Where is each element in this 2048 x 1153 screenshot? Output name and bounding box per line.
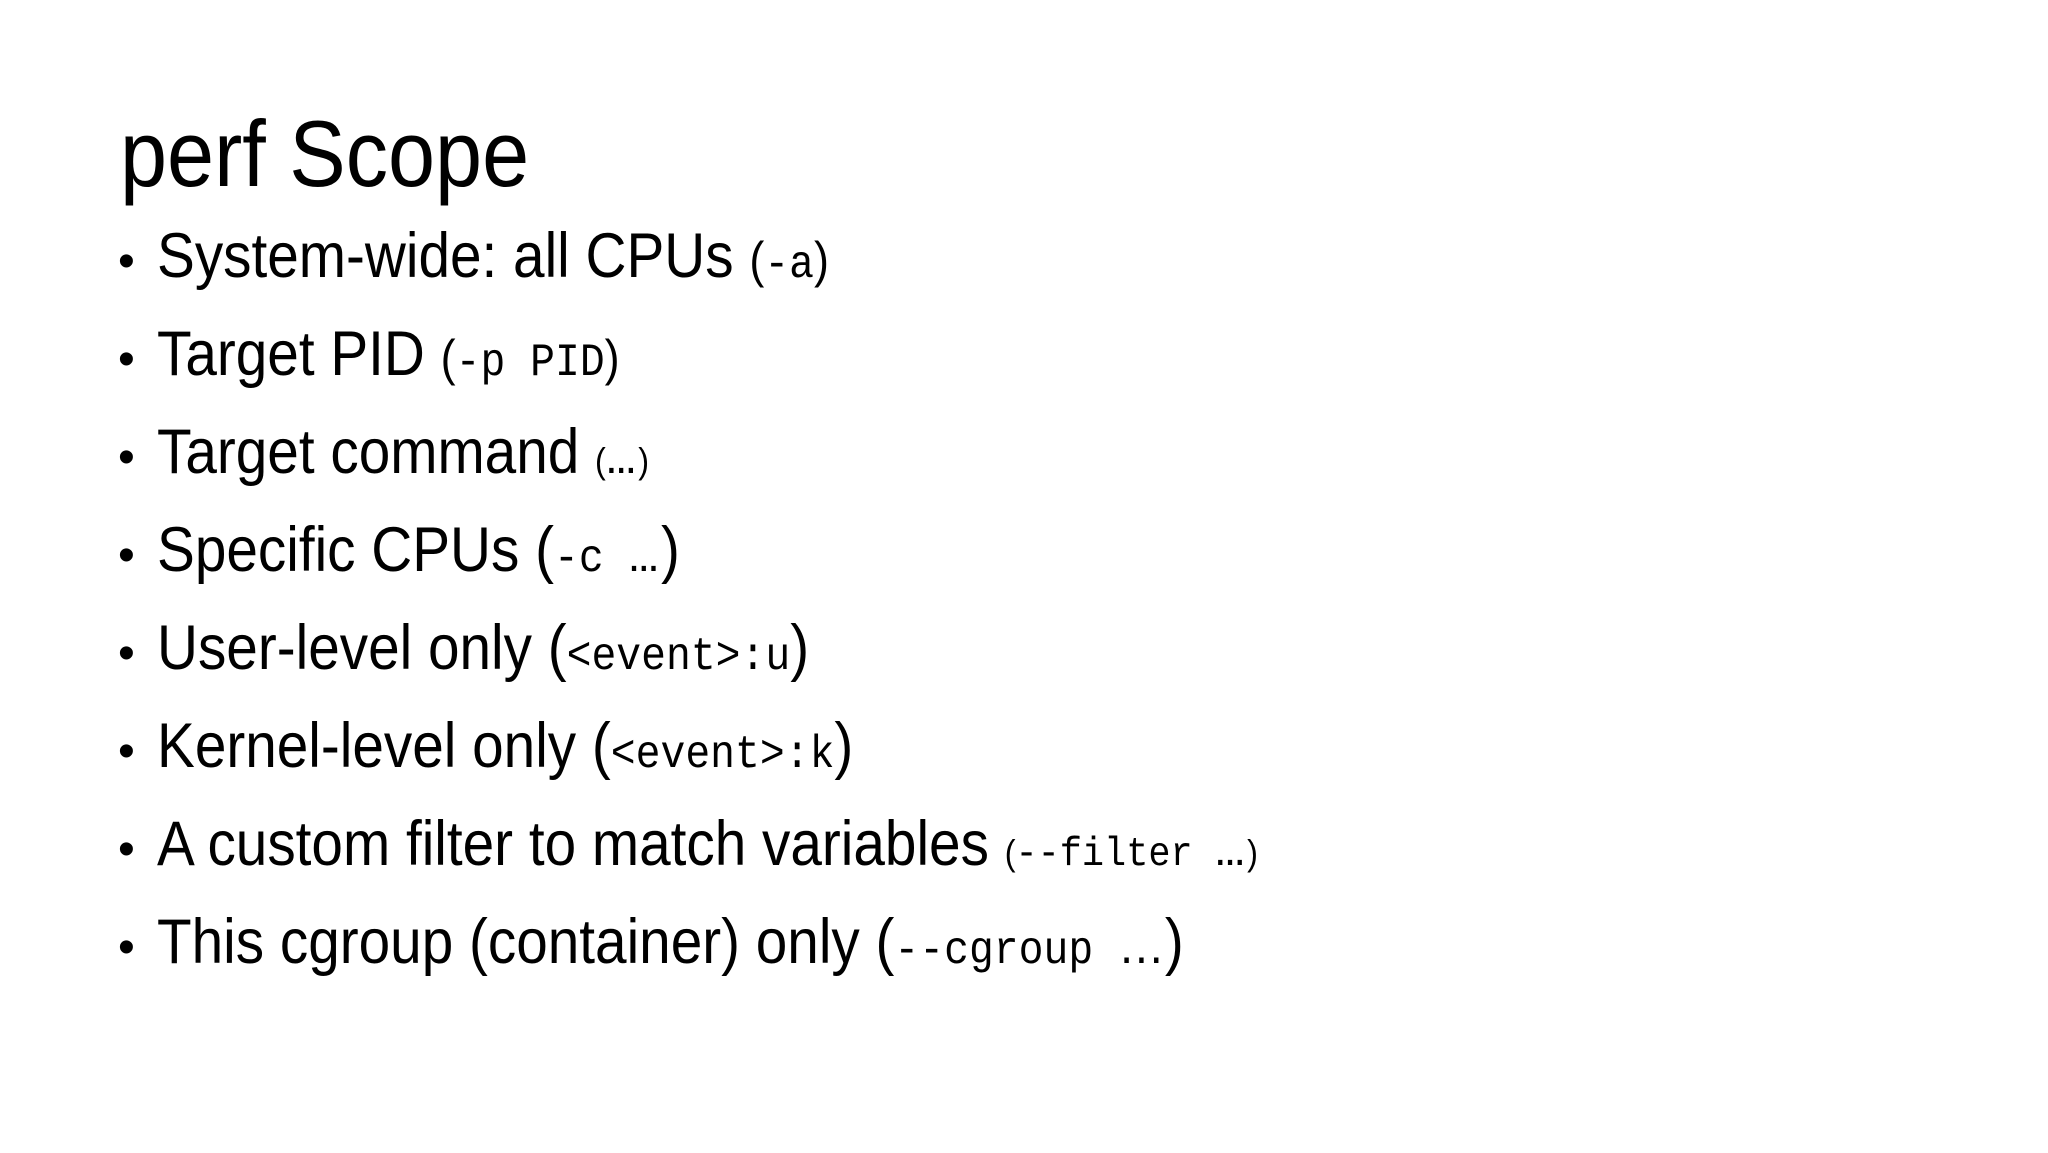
list-item: • Specific CPUs (-c …) (0, 501, 2048, 599)
list-item: • User-level only (<event>:u) (0, 599, 2048, 697)
slide-title-text: perf Scope (120, 100, 530, 206)
paren: ( (547, 613, 567, 683)
text-segment: Specific CPUs (157, 515, 536, 585)
paren: ) (1164, 907, 1184, 977)
code-segment: --cgroup (894, 925, 1119, 977)
bullet-content: Target command (…) (157, 403, 649, 511)
paren: ( (875, 907, 895, 977)
paren: ( (1004, 832, 1016, 873)
list-item: • Kernel-level only (<event>:k) (0, 697, 2048, 795)
text-segment: Target command (157, 417, 596, 487)
bullet-content: System-wide: all CPUs (-a) (157, 207, 829, 314)
ellipsis: … (628, 541, 661, 579)
bullet-icon: • (118, 823, 135, 876)
text-segment: Target PID (157, 319, 441, 389)
paren: ( (535, 515, 554, 585)
bullet-content: This cgroup (container) only (--cgroup …… (157, 893, 1184, 1000)
ellipsis: … (1214, 835, 1248, 873)
text-segment: User-level only (157, 613, 548, 683)
paren: ) (604, 330, 620, 386)
bullet-icon: • (118, 529, 135, 582)
paren: ) (638, 440, 650, 481)
list-item: •This cgroup (container) only (--cgroup … (0, 893, 2048, 991)
ellipsis: … (605, 443, 639, 481)
list-item: • A custom filter to match variables (--f… (0, 795, 2048, 893)
code-segment: -p PID (455, 337, 605, 389)
bullet-icon: • (118, 627, 135, 680)
bullet-content: A custom filter to match variables (--fi… (157, 795, 1258, 904)
ellipsis: … (1118, 917, 1165, 975)
paren: ( (440, 330, 456, 386)
text-segment: A custom filter to match variables (157, 809, 1005, 879)
bullet-list: •System-wide: all CPUs (-a)•Target PID (… (0, 207, 2048, 991)
paren: ( (595, 440, 606, 481)
paren: ( (591, 711, 611, 781)
bullet-content: Target PID (-p PID) (157, 305, 620, 412)
paren: ) (1247, 832, 1258, 873)
bullet-content: Kernel-level only (<event>:k) (157, 697, 853, 804)
code-segment: --filter (1015, 832, 1215, 878)
list-item: • Target command (…) (0, 403, 2048, 501)
code-segment: -c (553, 533, 629, 585)
text-segment: Kernel-level only (157, 711, 592, 781)
bullet-icon: • (118, 921, 135, 974)
bullet-content: User-level only (<event>:u) (157, 599, 809, 706)
code-segment: <event>:k (610, 729, 835, 781)
list-item: • Target PID (-p PID) (0, 305, 2048, 403)
bullet-icon: • (118, 725, 135, 778)
slide-title: perf Scope (120, 100, 575, 206)
paren: ) (814, 232, 830, 288)
list-item: • System-wide: all CPUs (-a) (0, 207, 2048, 305)
bullet-icon: • (118, 235, 135, 288)
text-segment: This cgroup (container) only (157, 907, 876, 977)
bullet-content: Specific CPUs (-c …) (157, 501, 680, 609)
text-segment: System-wide: all CPUs (157, 221, 750, 291)
paren: ) (660, 515, 680, 585)
code-segment: <event>:u (566, 631, 791, 683)
paren: ) (790, 613, 810, 683)
paren: ) (834, 711, 854, 781)
code-segment: -a (764, 239, 815, 291)
bullet-icon: • (118, 333, 135, 386)
bullet-icon: • (118, 431, 135, 484)
paren: ( (749, 232, 765, 288)
